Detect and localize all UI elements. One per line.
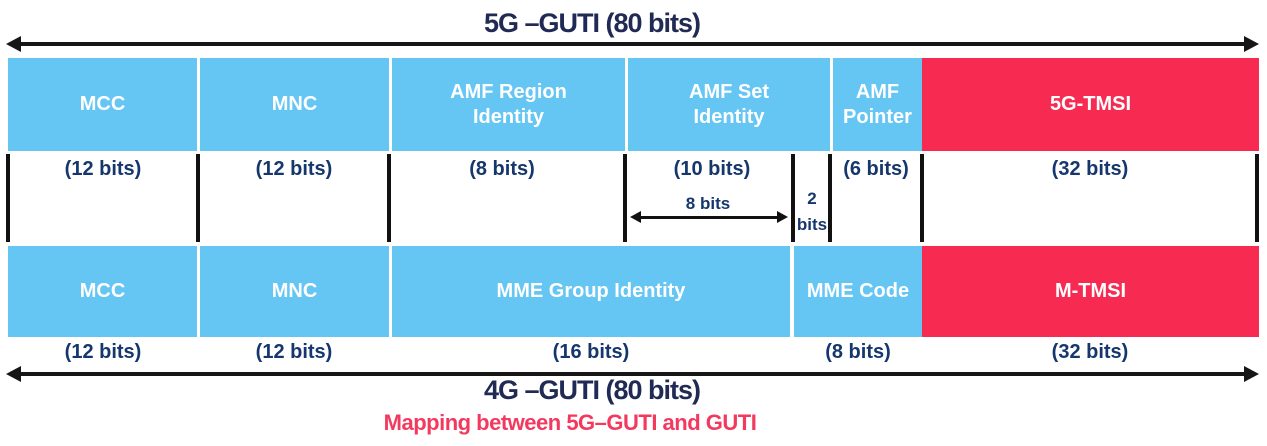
column-divider-line [828,154,832,242]
2-bits-segment-label: 2 bits [796,189,828,234]
arrowhead-left-icon [630,211,641,223]
arrowhead-right-icon [1244,36,1259,52]
field-mme-group-identity: MME Group Identity [392,246,790,337]
field-mnc-5g: MNC [200,58,389,151]
8-bits-sub-span-label: 8 bits [685,194,731,213]
arrowhead-left-icon [6,366,21,382]
column-divider-line [6,154,10,242]
field-5g-tmsi: 5G-TMSI [922,58,1259,151]
arrow-bar [15,372,1250,376]
column-divider-line [196,154,200,242]
4g-guti-title: 4G –GUTI (80 bits) [483,375,701,405]
mapping-caption: Mapping between 5G–GUTI and GUTI [383,410,757,435]
bits-label-mme-group: (16 bits) [552,341,630,363]
arrow-bar [15,42,1250,46]
column-divider-line [920,154,924,242]
bits-label-m-tmsi: (32 bits) [1051,341,1129,363]
field-amf-region-identity: AMF Region Identity [392,58,625,151]
bits-label-mnc-4g: (12 bits) [255,341,333,363]
4g-guti-span-arrow [6,366,1259,382]
bits-label-mcc-4g: (12 bits) [64,341,142,363]
field-mcc-4g: MCC [8,246,197,337]
bits-label-mcc-5g: (12 bits) [64,158,142,180]
field-mnc-4g: MNC [200,246,389,337]
column-divider-line [623,154,627,242]
bits-label-5g-tmsi: (32 bits) [1051,158,1129,180]
column-divider-line [1255,154,1259,242]
field-m-tmsi: M-TMSI [922,246,1259,337]
bits-label-amf-region: (8 bits) [469,158,535,180]
arrowhead-left-icon [6,36,21,52]
bits-label-amf-set: (10 bits) [673,158,751,180]
field-mcc-5g: MCC [8,58,197,151]
bits-label-mme-code: (8 bits) [825,341,891,363]
arrow-bar [637,216,781,219]
arrowhead-right-icon [777,211,788,223]
5g-guti-span-arrow [6,36,1259,52]
bits-label-mnc-5g: (12 bits) [255,158,333,180]
5g-guti-title: 5G –GUTI (80 bits) [483,8,701,38]
8-bits-sub-span-arrow [630,211,788,223]
field-mme-code: MME Code [794,246,922,337]
arrowhead-right-icon [1244,366,1259,382]
column-divider-line [387,154,391,242]
bits-label-amf-pointer: (6 bits) [843,158,909,180]
column-divider-line [791,154,795,242]
field-amf-pointer: AMF Pointer [833,58,922,151]
field-amf-set-identity: AMF Set Identity [628,58,830,151]
